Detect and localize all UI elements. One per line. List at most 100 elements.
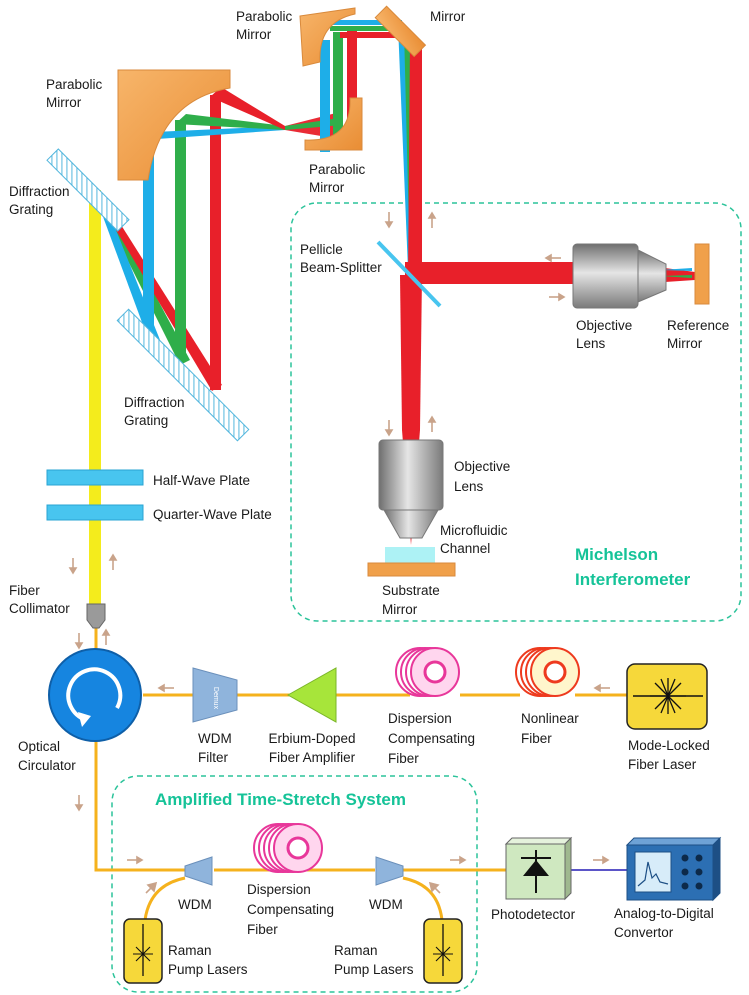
svg-text:Compensating: Compensating <box>247 902 334 917</box>
wdm-left <box>184 856 213 886</box>
svg-text:Substrate: Substrate <box>382 583 440 598</box>
nonlinear-fiber-label-1: Nonlinear <box>521 711 579 726</box>
svg-text:Beam-Splitter: Beam-Splitter <box>300 260 382 275</box>
svg-text:Optical: Optical <box>18 739 60 754</box>
substrate-mirror-label-1: Substrate <box>382 583 440 598</box>
optical-circulator <box>48 648 142 742</box>
wdm-left-label: WDM <box>178 897 212 912</box>
svg-text:Raman: Raman <box>168 943 212 958</box>
svg-text:Microfluidic: Microfluidic <box>440 523 508 538</box>
diffraction-grating-bottom <box>116 308 250 442</box>
reference-mirror-label-1: Reference <box>667 318 729 333</box>
quarter-wave-plate <box>46 504 144 521</box>
svg-text:Parabolic: Parabolic <box>46 77 103 92</box>
mirror-top-label: Mirror <box>430 9 466 24</box>
parabolic-mirror-left-label-1: Parabolic <box>46 77 103 92</box>
dispersion-fiber-bottom-label-3: Fiber <box>247 922 278 937</box>
analog-to-digital-convertor <box>625 836 722 902</box>
svg-text:Analog-to-Digital: Analog-to-Digital <box>614 906 714 921</box>
mode-locked-fiber-laser <box>626 663 708 730</box>
amplified-box <box>111 775 478 993</box>
diffraction-grating-bottom-label-2: Grating <box>124 413 168 428</box>
svg-text:Pellicle: Pellicle <box>300 242 343 257</box>
raman-left-label-1: Raman <box>168 943 212 958</box>
parabolic-mirror-small-label-2: Mirror <box>309 180 345 195</box>
optical-circulator-label-1: Optical <box>18 739 60 754</box>
edfa-triangle <box>286 667 337 723</box>
dispersion-fiber-bottom-label-2: Compensating <box>247 902 334 917</box>
svg-text:Lens: Lens <box>576 336 606 351</box>
svg-text:Pump Lasers: Pump Lasers <box>334 962 414 977</box>
diffraction-grating-top-label-2: Grating <box>9 202 53 217</box>
wdm-filter-label-1: WDM <box>198 731 232 746</box>
svg-text:Pump Lasers: Pump Lasers <box>168 962 248 977</box>
half-wave-plate <box>46 469 144 486</box>
objective-lens-center <box>378 439 444 539</box>
svg-text:Fiber Amplifier: Fiber Amplifier <box>269 750 356 765</box>
svg-text:Mode-Locked: Mode-Locked <box>628 738 710 753</box>
raman-pump-laser-left <box>123 918 163 984</box>
objective-lens-right <box>572 243 667 309</box>
objective-lens-right-label-2: Lens <box>576 336 606 351</box>
dispersion-fiber-top-label-1: Dispersion <box>388 711 452 726</box>
amplified-title: Amplified Time-Stretch System <box>155 790 406 809</box>
parabolic-mirror-top <box>299 7 356 67</box>
photodetector <box>504 836 573 901</box>
nonlinear-fiber-label-2: Fiber <box>521 731 552 746</box>
svg-text:Dispersion: Dispersion <box>247 882 311 897</box>
substrate-mirror <box>367 562 456 577</box>
dispersion-fiber-top-label-2: Compensating <box>388 731 475 746</box>
edfa-label-2: Fiber Amplifier <box>269 750 356 765</box>
fiber-collimator-label-1: Fiber <box>9 583 40 598</box>
svg-text:Circulator: Circulator <box>18 758 76 773</box>
wdm-filter-demux: Demux <box>192 667 238 723</box>
reference-mirror-label-2: Mirror <box>667 336 703 351</box>
michelson-title-2: Interferometer <box>575 570 691 589</box>
direction-arrows <box>68 211 610 894</box>
svg-text:Nonlinear: Nonlinear <box>521 711 579 726</box>
parabolic-mirror-left <box>117 69 231 181</box>
dispersion-fiber-spool-top <box>395 647 460 697</box>
svg-text:Channel: Channel <box>440 541 490 556</box>
microfluidic-channel <box>385 547 435 563</box>
text-labels: Parabolic Mirror Mirror Parabolic Mirror… <box>9 9 729 977</box>
edfa-label-1: Erbium-Doped <box>268 731 355 746</box>
svg-text:Erbium-Doped: Erbium-Doped <box>268 731 355 746</box>
wdm-right <box>375 856 404 886</box>
demux-label: Demux <box>212 687 219 710</box>
svg-text:Grating: Grating <box>9 202 53 217</box>
fiber-collimator <box>86 603 106 629</box>
quarter-wave-plate-label: Quarter-Wave Plate <box>153 507 272 522</box>
svg-text:Compensating: Compensating <box>388 731 475 746</box>
diffraction-grating-top-label-1: Diffraction <box>9 184 70 199</box>
diffraction-grating-top <box>46 148 130 232</box>
raman-right-label-2: Pump Lasers <box>334 962 414 977</box>
svg-text:Collimator: Collimator <box>9 601 70 616</box>
objective-lens-right-label-1: Objective <box>576 318 632 333</box>
microfluidic-label-2: Channel <box>440 541 490 556</box>
svg-text:Reference: Reference <box>667 318 729 333</box>
wdm-right-label: WDM <box>369 897 403 912</box>
svg-text:Michelson: Michelson <box>575 545 658 564</box>
svg-text:Fiber: Fiber <box>247 922 278 937</box>
svg-text:Diffraction: Diffraction <box>9 184 70 199</box>
optical-circulator-label-2: Circulator <box>18 758 76 773</box>
parabolic-mirror-small <box>304 97 363 151</box>
svg-text:Parabolic: Parabolic <box>309 162 366 177</box>
raman-right-label-1: Raman <box>334 943 378 958</box>
microfluidic-label-1: Microfluidic <box>440 523 508 538</box>
parabolic-mirror-top-label-2: Mirror <box>236 27 272 42</box>
fiber-collimator-label-2: Collimator <box>9 601 70 616</box>
raman-pump-laser-right <box>423 918 463 984</box>
pellicle-label-1: Pellicle <box>300 242 343 257</box>
parabolic-mirror-left-label-2: Mirror <box>46 95 82 110</box>
adc-label-1: Analog-to-Digital <box>614 906 714 921</box>
svg-text:Mirror: Mirror <box>667 336 703 351</box>
mode-locked-laser-label-2: Fiber Laser <box>628 757 697 772</box>
dispersion-fiber-top-label-3: Fiber <box>388 751 419 766</box>
michelson-box <box>290 202 742 622</box>
svg-text:Fiber: Fiber <box>521 731 552 746</box>
svg-text:Raman: Raman <box>334 943 378 958</box>
svg-text:Mirror: Mirror <box>309 180 345 195</box>
svg-text:Fiber: Fiber <box>388 751 419 766</box>
